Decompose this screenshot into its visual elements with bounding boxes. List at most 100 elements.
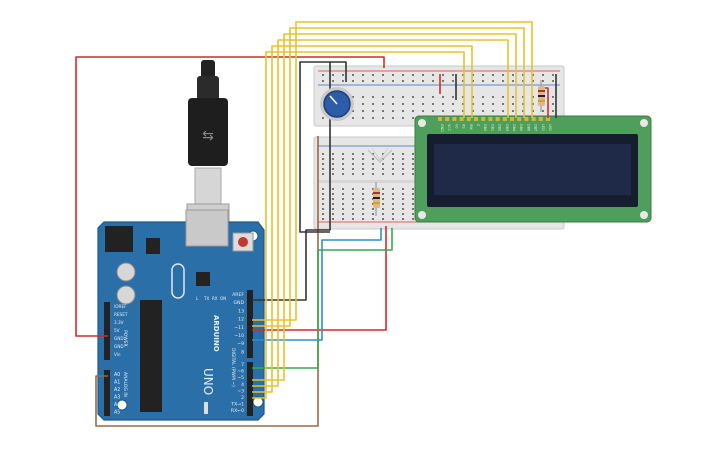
breadboard-hole xyxy=(462,80,464,82)
wire-yellow-d5 xyxy=(252,33,517,381)
breadboard-hole xyxy=(442,80,444,82)
digital-pin-label: GND xyxy=(233,300,244,306)
breadboard-hole xyxy=(372,153,374,155)
usb-chip xyxy=(196,272,210,286)
breadboard-hole xyxy=(402,96,404,98)
breadboard-hole xyxy=(392,158,394,160)
breadboard-hole xyxy=(322,213,324,215)
digital-pin-label: ~9 xyxy=(237,341,244,347)
breadboard-hole xyxy=(542,80,544,82)
breadboard-hole xyxy=(392,110,394,112)
breadboard-hole xyxy=(362,158,364,160)
breadboard-hole xyxy=(362,188,364,190)
breadboard-hole xyxy=(552,103,554,105)
breadboard-hole xyxy=(402,193,404,195)
wire-black-pot-loop xyxy=(299,61,347,233)
breadboard-hole xyxy=(462,110,464,112)
breadboard-hole xyxy=(372,173,374,175)
lcd-pin-label: VCC xyxy=(447,124,451,132)
breadboard-hole xyxy=(372,168,374,170)
power-label: POWER xyxy=(122,330,128,347)
rgb-led xyxy=(367,147,393,163)
breadboard-hole xyxy=(332,193,334,195)
lcd-pin-label: DB0 xyxy=(483,124,487,131)
lcd-pin-label: DB3 xyxy=(505,124,509,131)
breadboard-hole xyxy=(412,218,414,220)
breadboard-hole xyxy=(522,103,524,105)
breadboard-hole xyxy=(362,208,364,210)
breadboard-hole xyxy=(522,80,524,82)
breadboard-hole xyxy=(342,208,344,210)
breadboard-hole xyxy=(552,110,554,112)
breadboard-hole xyxy=(452,74,454,76)
breadboard-hole xyxy=(362,96,364,98)
dc-jack xyxy=(105,226,133,252)
lcd-pin xyxy=(517,117,522,121)
lcd-pin xyxy=(445,117,450,121)
breadboard-hole xyxy=(412,96,414,98)
breadboard-hole xyxy=(352,158,354,160)
breadboard-hole xyxy=(382,163,384,165)
lcd-screen xyxy=(434,144,631,195)
voltage-regulator xyxy=(146,238,160,254)
led-label: RX xyxy=(212,296,218,301)
breadboard-hole xyxy=(372,188,374,190)
lcd-pin-label: V0 xyxy=(454,124,458,128)
power-pin-label: 5V xyxy=(114,328,120,333)
analog-pin-label: A0 xyxy=(114,372,120,378)
breadboard-hole xyxy=(322,153,324,155)
breadboard-hole xyxy=(462,96,464,98)
breadboard-hole xyxy=(392,80,394,82)
wire-5v-red xyxy=(75,56,385,337)
breadboard-hole xyxy=(332,208,334,210)
breadboard-hole xyxy=(322,80,324,82)
breadboard-hole xyxy=(382,193,384,195)
breadboard-hole xyxy=(332,163,334,165)
breadboard-hole xyxy=(382,96,384,98)
breadboard-hole xyxy=(412,110,414,112)
analog-pin-label: A1 xyxy=(114,380,120,386)
lcd-pin-label: DB5 xyxy=(519,124,523,131)
lcd-pin xyxy=(488,117,493,121)
lcd-pin xyxy=(531,117,536,121)
lcd-pin xyxy=(538,117,543,121)
breadboard-hole xyxy=(472,103,474,105)
wire-green-d6 xyxy=(252,228,393,369)
breadboard-hole xyxy=(402,158,404,160)
breadboard-hole xyxy=(372,103,374,105)
breadboard-hole xyxy=(382,74,384,76)
digital-pin-label: AREF xyxy=(232,292,244,298)
breadboard-hole xyxy=(492,110,494,112)
breadboard-hole xyxy=(372,163,374,165)
lcd-pin-label: DB2 xyxy=(498,124,502,131)
breadboard-hole xyxy=(412,168,414,170)
breadboard-hole xyxy=(332,168,334,170)
breadboard-hole xyxy=(342,74,344,76)
breadboard-hole xyxy=(472,110,474,112)
wire-yellow-d4 xyxy=(252,39,509,387)
breadboard-hole xyxy=(382,198,384,200)
breadboard-hole xyxy=(372,110,374,112)
breadboard-hole xyxy=(342,163,344,165)
breadboard-hole xyxy=(342,80,344,82)
reset-button[interactable] xyxy=(238,237,248,247)
breadboard-hole xyxy=(322,188,324,190)
breadboard-hole xyxy=(472,96,474,98)
analog-pin-label: A2 xyxy=(114,387,120,393)
breadboard-hole xyxy=(372,218,374,220)
breadboard-hole xyxy=(422,74,424,76)
wire-yellow-d2 xyxy=(252,51,465,399)
breadboard-hole xyxy=(512,110,514,112)
mount-hole xyxy=(116,399,128,411)
led-label: L xyxy=(196,296,199,301)
breadboard-hole xyxy=(402,117,404,119)
breadboard-hole xyxy=(492,103,494,105)
breadboard-hole xyxy=(402,153,404,155)
led-label: ON xyxy=(220,296,226,301)
lcd-pin-label: E xyxy=(476,124,480,126)
breadboard-hole xyxy=(382,208,384,210)
potentiometer[interactable] xyxy=(320,87,354,121)
breadboard-hole xyxy=(532,74,534,76)
breadboard-hole xyxy=(392,153,394,155)
digital-label: DIGITAL (PWM ~) xyxy=(230,348,236,387)
